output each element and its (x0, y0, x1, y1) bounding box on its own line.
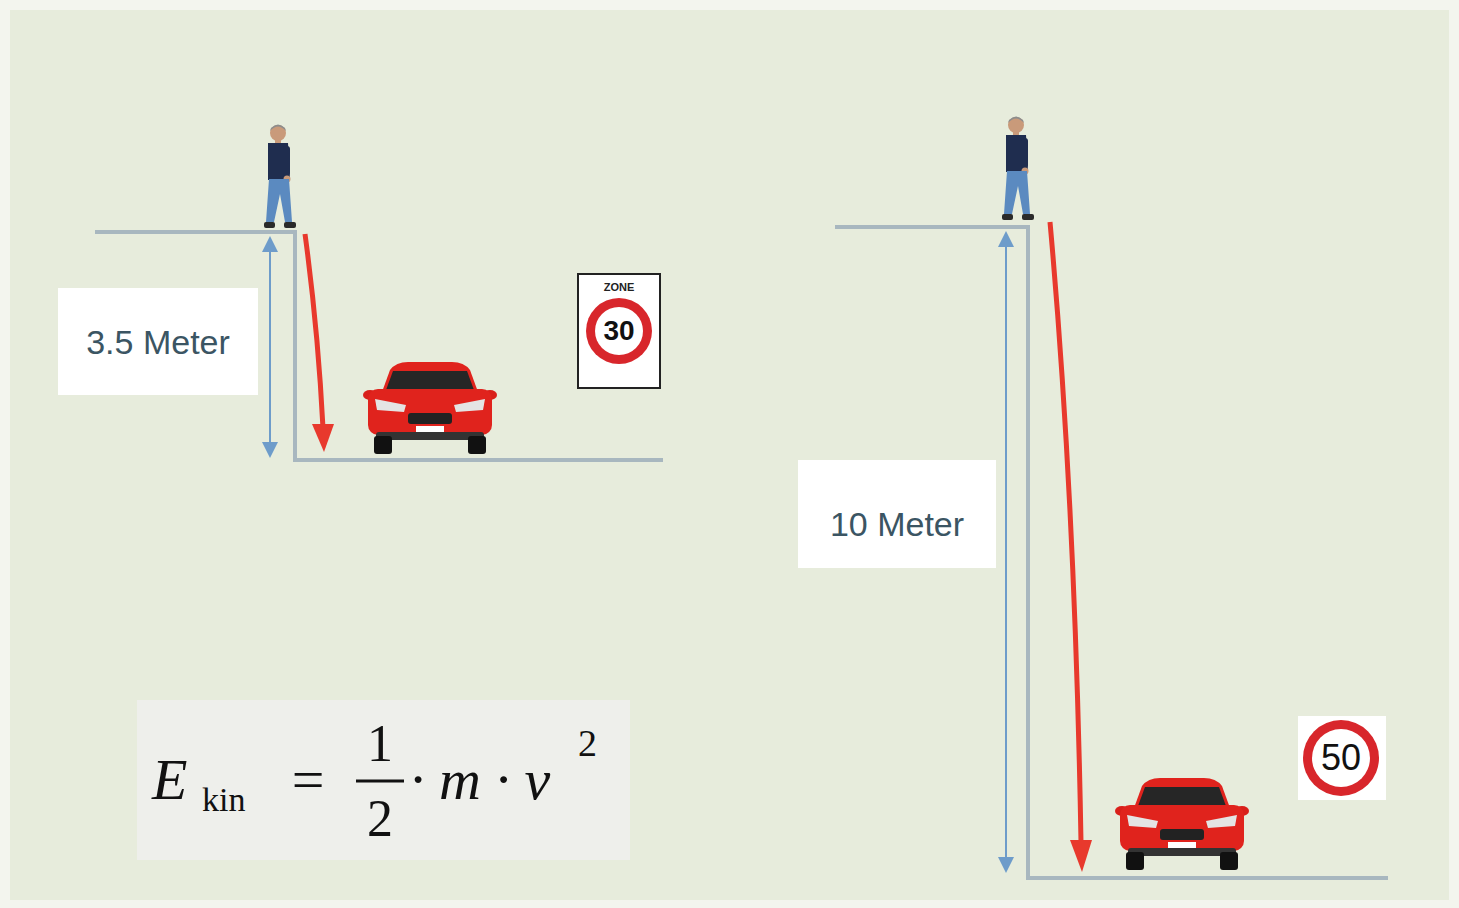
label-holder: 1 (355, 712, 405, 776)
formula-term: · m · v (410, 751, 550, 809)
dimension-arrow (269, 245, 271, 447)
label-holder: 2 (578, 718, 622, 768)
speed-limit-number: 50 (1321, 740, 1361, 776)
label-holder: 30 (597, 313, 641, 349)
car-icon (1115, 778, 1249, 870)
label-holder: 50 (1313, 736, 1369, 780)
fraction-denominator: 2 (367, 793, 393, 845)
label-holder: ZONE (582, 279, 656, 295)
zone-30-sign (586, 298, 652, 364)
speed-50-sign (1298, 716, 1386, 800)
label-holder: · m · v (410, 742, 580, 818)
dimension-arrow (1005, 240, 1007, 862)
fall-arrow (1070, 840, 1092, 872)
dimension-arrow (262, 442, 278, 458)
fraction-numerator: 1 (367, 718, 393, 770)
zone-30-sign (578, 274, 660, 388)
fall-arrow (305, 234, 334, 452)
person-figure (264, 125, 296, 229)
dimension-arrow (998, 231, 1014, 873)
speed-50-sign (1298, 716, 1386, 800)
formula-subscript: kin (202, 783, 245, 817)
label-holder: 2 (355, 787, 405, 851)
label-holder: 3.5 Meter (62, 300, 254, 384)
label-patch (798, 460, 996, 568)
car-icon (363, 362, 497, 454)
dimension-arrow (998, 857, 1014, 873)
speed-limit-number: 30 (603, 317, 634, 345)
zone-30-sign (578, 274, 660, 388)
formula-exponent: 2 (578, 724, 597, 762)
zone-30-sign (595, 307, 643, 355)
label-patch (58, 288, 258, 395)
speed-50-sign (1312, 729, 1370, 787)
dimension-arrow (998, 231, 1014, 247)
formula-operator: = (292, 751, 325, 809)
dimension-arrow (262, 236, 278, 252)
fall-arrow (1050, 222, 1081, 842)
fall-arrow (312, 424, 334, 452)
dimension-label: 3.5 Meter (86, 325, 230, 359)
formula-symbol: E (152, 751, 187, 809)
fraction-bar (356, 780, 404, 783)
person-figure (1002, 117, 1034, 221)
label-holder: 10 Meter (802, 482, 992, 566)
sign-text: ZONE (604, 282, 635, 293)
dimension-label: 10 Meter (830, 507, 964, 541)
formula-box (137, 700, 630, 860)
label-holder: = (278, 742, 338, 818)
dimension-arrow (262, 236, 278, 458)
fall-arrow (1050, 222, 1092, 872)
label-holder: E (152, 742, 208, 818)
panel-ground (10, 10, 1449, 900)
label-holder: kin (202, 778, 272, 822)
speed-50-sign (1303, 720, 1379, 796)
fall-arrow (305, 234, 323, 428)
